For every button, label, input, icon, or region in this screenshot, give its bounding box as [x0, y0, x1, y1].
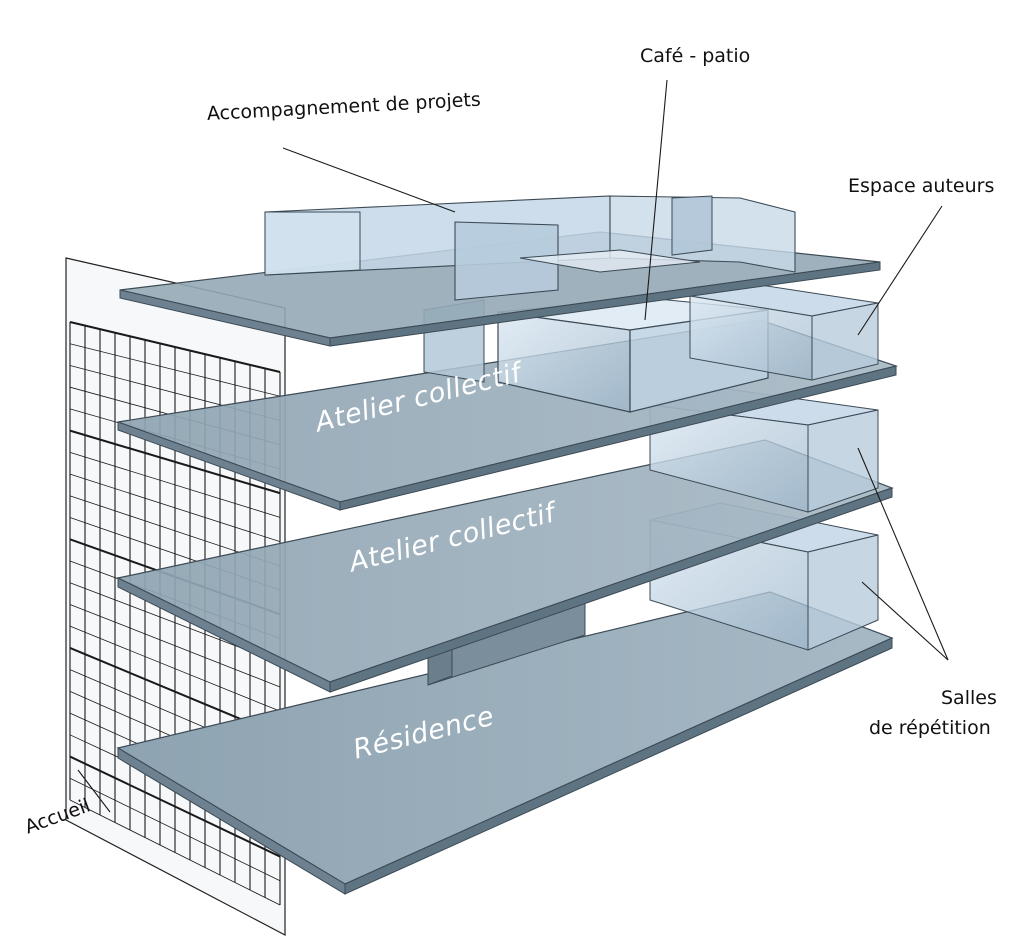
label-cafe-patio: Café - patio — [640, 45, 751, 67]
label-espace-auteurs: Espace auteurs — [848, 175, 995, 197]
label-salles: Salles — [941, 687, 997, 709]
slab-residence — [116, 591, 894, 895]
label-de-repetition: de répétition — [869, 717, 991, 739]
leader-salles-lower — [861, 581, 949, 661]
slab-atelier-middle — [116, 439, 894, 693]
facade-grid-horizontal — [69, 604, 281, 688]
leader-accompagnement — [282, 147, 456, 213]
facade-grid-horizontal — [69, 321, 281, 373]
leader-lines — [77, 79, 949, 813]
facade-grid-horizontal — [69, 799, 281, 906]
facade-grid-horizontal — [69, 451, 281, 518]
slab-residence-edge-left — [117, 747, 346, 895]
leader-espace — [857, 205, 943, 336]
espace-auteurs-box — [689, 284, 879, 381]
facade-grid-horizontal — [69, 429, 281, 495]
roof-volumes — [264, 195, 796, 301]
facade-grid-horizontal — [69, 473, 281, 542]
facade-grid-horizontal — [69, 625, 281, 712]
facade-grid-horizontal — [69, 755, 281, 858]
leader-accueil — [77, 769, 111, 813]
facade-grid-horizontal — [69, 777, 281, 882]
leader-cafe — [644, 79, 668, 321]
facade-grid-horizontal — [69, 343, 281, 397]
leader-salles-upper — [857, 447, 949, 661]
